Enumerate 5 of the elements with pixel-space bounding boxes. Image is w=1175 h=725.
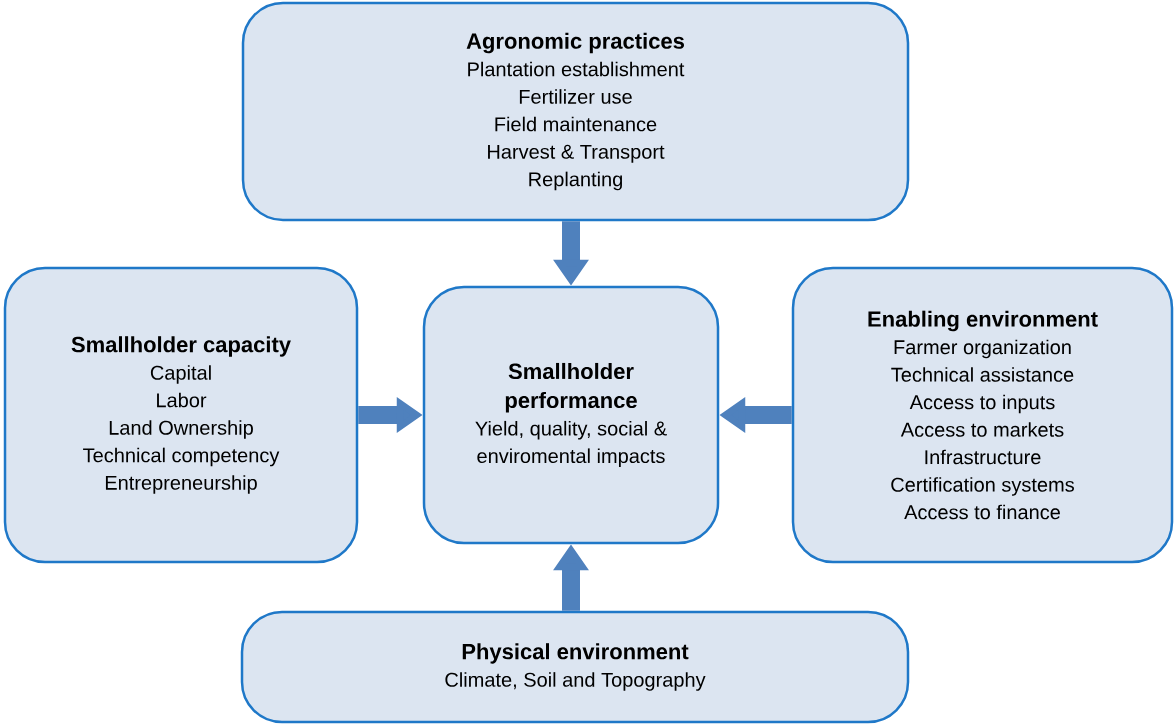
rounded-box: Agronomic practices Plantation establishment Fertilizer use Field maintenance Harvest & Transport Replanting bbox=[241, 1, 910, 222]
rounded-box: Physical environment Climate, Soil and Topography bbox=[240, 610, 910, 724]
rounded-box: Smallholder capacity Capital Labor Land Ownership Technical competency Entrepreneurship bbox=[3, 266, 359, 564]
rounded-box: Enabling environment Farmer organization Technical assistance Access to inputs Access to markets Infrastructure Certification systems Access to finance bbox=[791, 266, 1174, 564]
rounded-box: Smallholder performance Yield, quality, social & enviromental impacts bbox=[422, 285, 720, 545]
